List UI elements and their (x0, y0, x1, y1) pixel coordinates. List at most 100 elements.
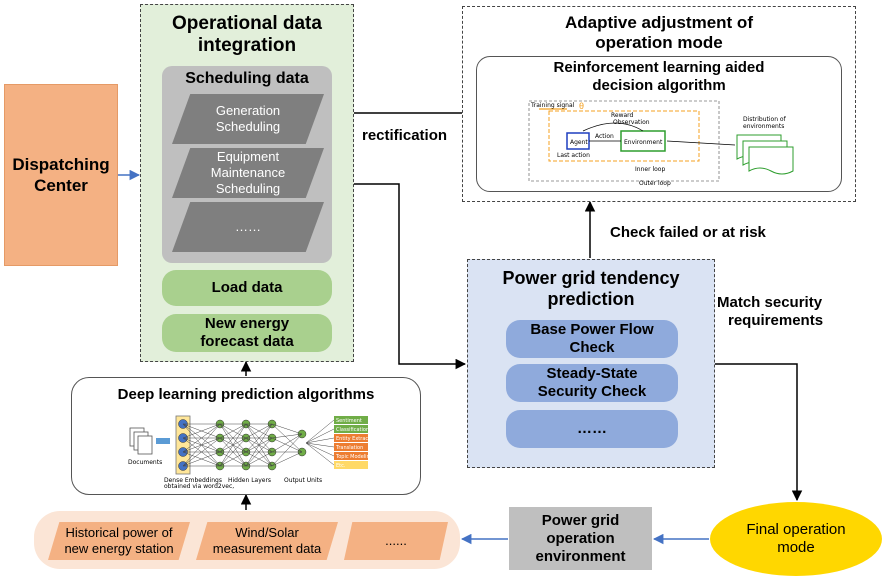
inner-loop-frame (548, 110, 700, 162)
integration-title-line1: Operational data (172, 13, 322, 34)
base-power-line2: Check (569, 339, 615, 356)
env-stack-3 (748, 146, 794, 175)
network-edge (271, 437, 303, 453)
equipment-line2: Maintenance (210, 165, 286, 180)
dense-line1: Dense Embeddings (164, 477, 222, 484)
network-edge (182, 437, 221, 467)
network-edge (219, 423, 247, 467)
final-line2: mode (777, 539, 815, 556)
final-operation-mode: Final operation mode (710, 502, 882, 576)
network-edge (219, 423, 247, 439)
training-signal-label: Training signal (530, 102, 575, 109)
network-edge (245, 451, 273, 467)
theta-label: θ (579, 101, 584, 111)
deep-learning-panel: Deep learning prediction algorithms Docu… (71, 377, 421, 495)
dense-embedding-column (175, 415, 191, 475)
scheduling-ellipsis: …… (172, 202, 324, 252)
input-ellipsis-text: ...... (385, 533, 407, 548)
power-grid-operation-environment: Power grid operation environment (509, 507, 652, 570)
match-line2: requirements (728, 312, 824, 329)
equipment-line3: Scheduling (215, 181, 281, 196)
agent-label: Agent (570, 139, 588, 146)
wind-solar-line2: measurement data (212, 541, 322, 556)
env-line2: operation (546, 529, 615, 547)
adaptive-title: Adaptive adjustment of operation mode (463, 13, 855, 53)
tendency-title-line2: prediction (547, 289, 635, 309)
output-edge (305, 442, 335, 466)
arrow-match-security (714, 363, 803, 502)
network-edge (271, 423, 303, 435)
new-energy-line1: New energy (204, 315, 290, 332)
output-edge (305, 437, 335, 444)
network-edge (182, 423, 221, 467)
network-edge (219, 437, 247, 467)
scheduling-data-panel: Scheduling data Generation Scheduling Eq… (162, 66, 332, 263)
steady-line2: Security Check (537, 383, 647, 400)
network-edge (245, 423, 273, 439)
output-edge (305, 442, 335, 457)
documents-label: Documents (128, 459, 162, 466)
check-failed-label: Check failed or at risk (610, 224, 766, 241)
reinforcement-learning-panel: Reinforcement learning aided decision al… (476, 56, 842, 192)
distribution-link (666, 140, 736, 146)
network-edge (219, 451, 247, 467)
historical-line2: new energy station (64, 541, 174, 556)
historical-power-input: Historical power of new energy station (48, 522, 190, 560)
dispatch-line1: Dispatching (12, 155, 110, 174)
rectification-label: rectification (362, 127, 448, 144)
integration-title: Operational data integration (141, 13, 353, 57)
dispatch-line2: Center (34, 176, 88, 195)
integration-title-line2: integration (197, 35, 297, 56)
scheduling-data-title: Scheduling data (185, 70, 309, 87)
steady-state-security-check: Steady-State Security Check (506, 364, 678, 402)
load-data-pill: Load data (162, 270, 332, 306)
env-line1: Power grid (541, 511, 620, 529)
network-edge (271, 433, 303, 439)
document-3 (137, 435, 153, 455)
steady-line1: Steady-State (546, 365, 638, 382)
output-unit-label: Topic Modeling (335, 454, 373, 460)
output-unit-label: Entity Extraction (336, 436, 374, 442)
reward-path (582, 122, 644, 132)
network-edge (245, 437, 273, 467)
action-label: Action (595, 133, 614, 140)
adaptive-title-line1: Adaptive adjustment of (565, 13, 753, 32)
env-line3: environment (535, 547, 626, 565)
inner-loop-label: Inner loop (635, 166, 665, 173)
base-power-flow-check: Base Power Flow Check (506, 320, 678, 358)
output-unit-label: Etc. (336, 463, 346, 469)
distribution-line2: environments (743, 123, 784, 130)
check-ellipsis-text: …… (577, 420, 607, 437)
tendency-title: Power grid tendency prediction (468, 268, 714, 310)
adaptive-title-line2: operation mode (595, 33, 723, 52)
scheduling-ellipsis-text: …… (235, 219, 261, 234)
output-unit-box (334, 416, 368, 424)
network-edge (182, 451, 221, 467)
network-edge (182, 423, 221, 439)
generation-scheduling-line1: Generation (215, 103, 281, 118)
embed-arrow (156, 438, 170, 444)
rl-title-line1: Reinforcement learning aided (553, 59, 765, 76)
neural-net-figure: Documents Dense Embeddings obtained via … (128, 415, 374, 490)
check-ellipsis: …… (506, 410, 678, 448)
network-edge (271, 451, 303, 467)
output-edge (305, 419, 335, 444)
output-unit-box (334, 443, 368, 451)
network-edge (271, 433, 303, 467)
historical-line1: Historical power of (65, 525, 173, 540)
deep-learning-title: Deep learning prediction algorithms (117, 386, 375, 403)
generation-scheduling: Generation Scheduling (172, 94, 324, 144)
output-edge (305, 428, 335, 444)
output-edge (305, 442, 335, 448)
environment-label: Environment (624, 139, 663, 146)
observation-label: Observation (613, 119, 650, 126)
match-security-label: Match security requirements (716, 294, 823, 330)
power-grid-tendency-box: Power grid tendency prediction Base Powe… (467, 259, 715, 468)
dispatching-center: Dispatching Center (4, 84, 118, 266)
output-unit-box (334, 425, 368, 433)
outer-loop-frame (528, 100, 720, 182)
output-unit-label: Classification (336, 427, 369, 433)
new-energy-forecast-pill: New energy forecast data (162, 314, 332, 352)
reward-label: Reward (611, 112, 634, 119)
